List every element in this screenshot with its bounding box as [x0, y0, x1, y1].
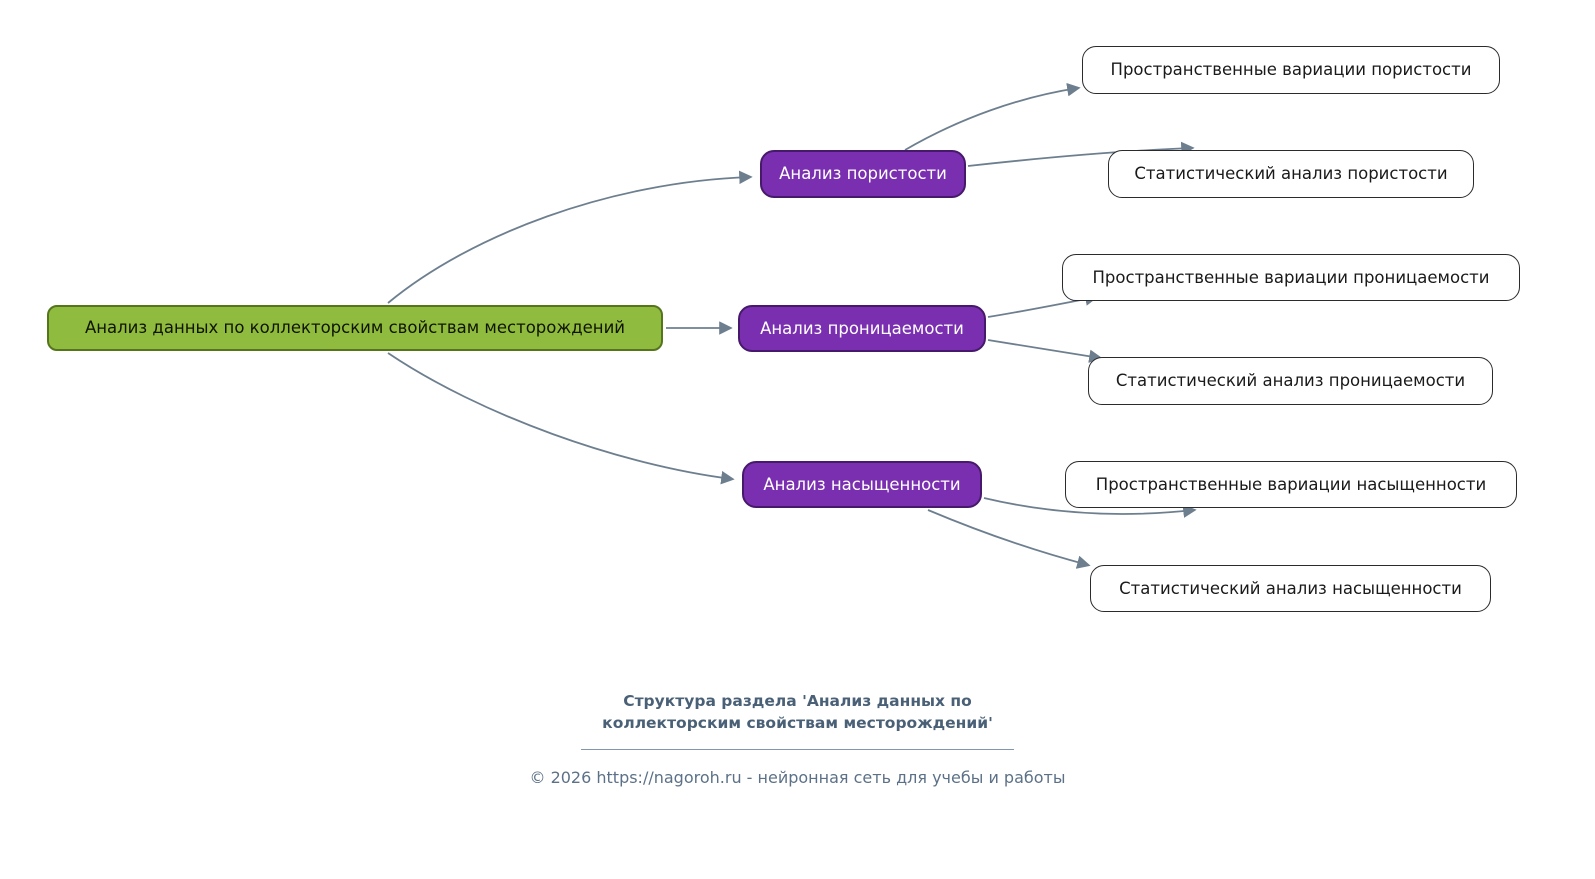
node-saturation-analysis: Анализ насыщенности [742, 461, 982, 508]
edge-porosity-to-spatial [904, 82, 1081, 151]
node-root: Анализ данных по коллекторским свойствам… [47, 305, 663, 351]
edge-root-to-saturation [387, 352, 735, 485]
edge-permeability-to-statistical [987, 339, 1103, 363]
footer: Структура раздела 'Анализ данных по колл… [0, 690, 1595, 787]
footer-divider [581, 748, 1014, 750]
edge-root-to-porosity [387, 170, 753, 304]
node-saturation-spatial-variations: Пространственные вариации насыщенности [1065, 461, 1517, 508]
node-permeability-statistical-analysis: Статистический анализ проницаемости [1088, 357, 1493, 405]
node-porosity-spatial-variations: Пространственные вариации пористости [1082, 46, 1500, 94]
footer-title: Структура раздела 'Анализ данных по колл… [602, 692, 993, 733]
node-saturation-statistical-analysis: Статистический анализ насыщенности [1090, 565, 1491, 612]
node-porosity-analysis: Анализ пористости [760, 150, 966, 198]
node-permeability-spatial-variations: Пространственные вариации проницаемости [1062, 254, 1520, 301]
edge-saturation-to-statistical [927, 509, 1091, 569]
node-permeability-analysis: Анализ проницаемости [738, 305, 986, 352]
footer-copyright: © 2026 https://nagoroh.ru - нейронная се… [529, 767, 1066, 787]
node-porosity-statistical-analysis: Статистический анализ пористости [1108, 150, 1474, 198]
